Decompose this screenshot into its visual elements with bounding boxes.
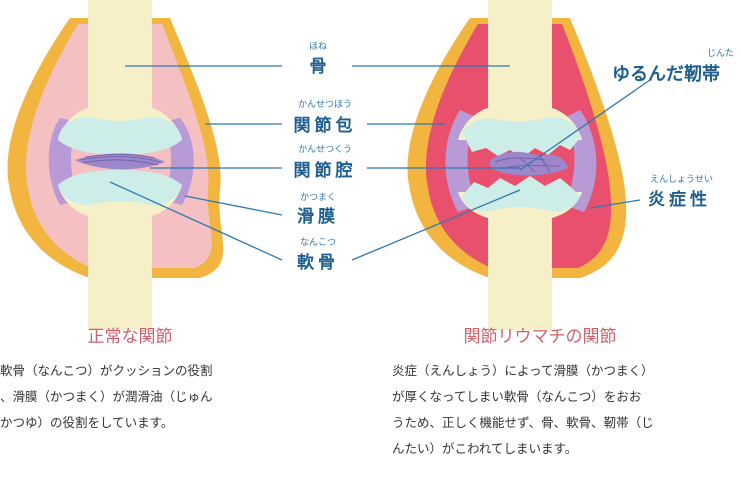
ra-upper-bone [458, 0, 582, 140]
normal-desc-line: かつゆ）の役割をしています。 [0, 415, 174, 430]
ra-joint-title: 関節リウマチの関節 [463, 327, 617, 347]
ra-desc-line: が厚くなってしまい軟骨（なんこつ）をおお [392, 389, 642, 404]
ra-desc-line: 炎症（えんしょう）によって滑膜（かつまく） [392, 363, 654, 378]
ra-upper-cartilage [462, 117, 580, 158]
normal-joint [7, 0, 224, 330]
ra-desc-line: うため、正しく機能せず、骨、軟骨、靭帯（じ [392, 415, 654, 430]
normal-lower-cartilage [58, 170, 182, 206]
normal-ligament-fibers [79, 153, 161, 166]
cartilage-label: 軟骨 [297, 252, 339, 273]
normal-upper-bone [58, 0, 182, 140]
normal-joint-description: 軟骨（なんこつ）がクッションの役割 、滑膜（かつまく）が潤滑油（じゅん かつゆ）… [0, 358, 213, 436]
ra-joint [407, 0, 627, 330]
synovium-label: 滑膜 [297, 206, 339, 227]
normal-upper-cartilage [58, 116, 182, 155]
ra-joint-description: 炎症（えんしょう）によって滑膜（かつまく） が厚くなってしまい軟骨（なんこつ）を… [392, 358, 654, 462]
capsule-ruby: かんせつほう [298, 99, 352, 110]
synovium-ruby: かつまく [300, 192, 336, 203]
capsule-label: 関節包 [294, 115, 357, 136]
leader-lines [109, 65, 651, 261]
ra-ligament-fibers [494, 155, 561, 173]
bone-ruby: ほね [309, 41, 327, 52]
inflamed-ruby: えんしょうせい [650, 174, 713, 185]
normal-desc-line: 軟骨（なんこつ）がクッションの役割 [0, 363, 213, 378]
ra-lower-bone [458, 192, 582, 330]
normal-lower-bone [58, 185, 182, 330]
normal-desc-line: 、滑膜（かつまく）が潤滑油（じゅん [0, 389, 213, 404]
bone-label: 骨 [310, 57, 327, 77]
cavity-ruby: かんせつくう [298, 144, 352, 155]
cartilage-ruby: なんこつ [300, 237, 336, 248]
inflamed-label: 炎症性 [648, 189, 711, 210]
loose-ligament-ruby: じんた [707, 48, 734, 59]
cavity-label: 関節腔 [294, 160, 357, 181]
normal-joint-title: 正常な関節 [87, 327, 173, 347]
ra-desc-line: んたい）がこわれてしまいます。 [392, 441, 578, 456]
loose-ligament-label: ゆるんだ靭帯 [612, 63, 720, 85]
